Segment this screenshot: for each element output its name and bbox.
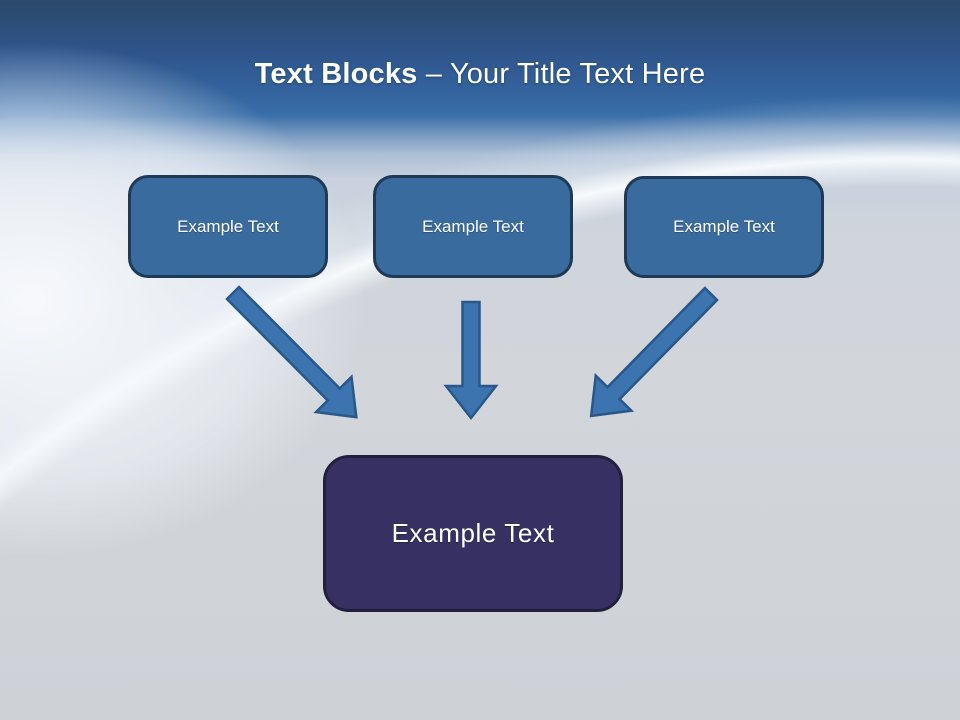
text-block-2-label: Example Text <box>422 216 524 236</box>
text-block-3[interactable]: Example Text <box>624 176 824 278</box>
target-text-block[interactable]: Example Text <box>323 455 623 612</box>
title-emphasis: Text Blocks <box>254 58 418 90</box>
target-text-block-label: Example Text <box>391 518 555 548</box>
text-block-2[interactable]: Example Text <box>373 175 573 278</box>
connector-arrow-down <box>443 300 499 421</box>
text-block-3-label: Example Text <box>673 217 775 236</box>
connector-arrow-left <box>225 285 358 419</box>
text-block-1-label: Example Text <box>177 216 279 236</box>
title-placeholder-text: – Your Title Text Here <box>417 58 706 90</box>
slide-title[interactable]: Text Blocks – Your Title Text Here <box>0 57 960 91</box>
connector-arrow-right <box>589 286 719 418</box>
text-block-1[interactable]: Example Text <box>128 175 328 278</box>
